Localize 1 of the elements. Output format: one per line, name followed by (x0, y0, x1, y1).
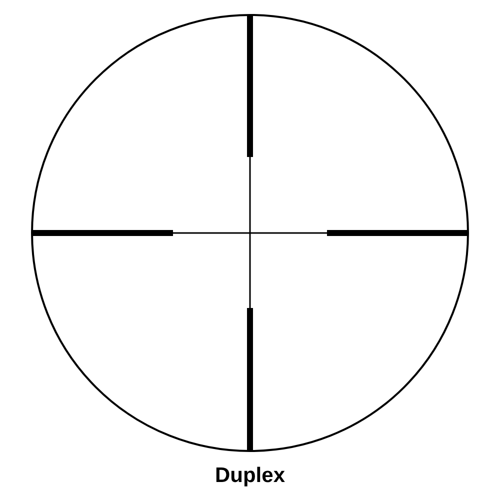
caption: Duplex (214, 464, 285, 488)
